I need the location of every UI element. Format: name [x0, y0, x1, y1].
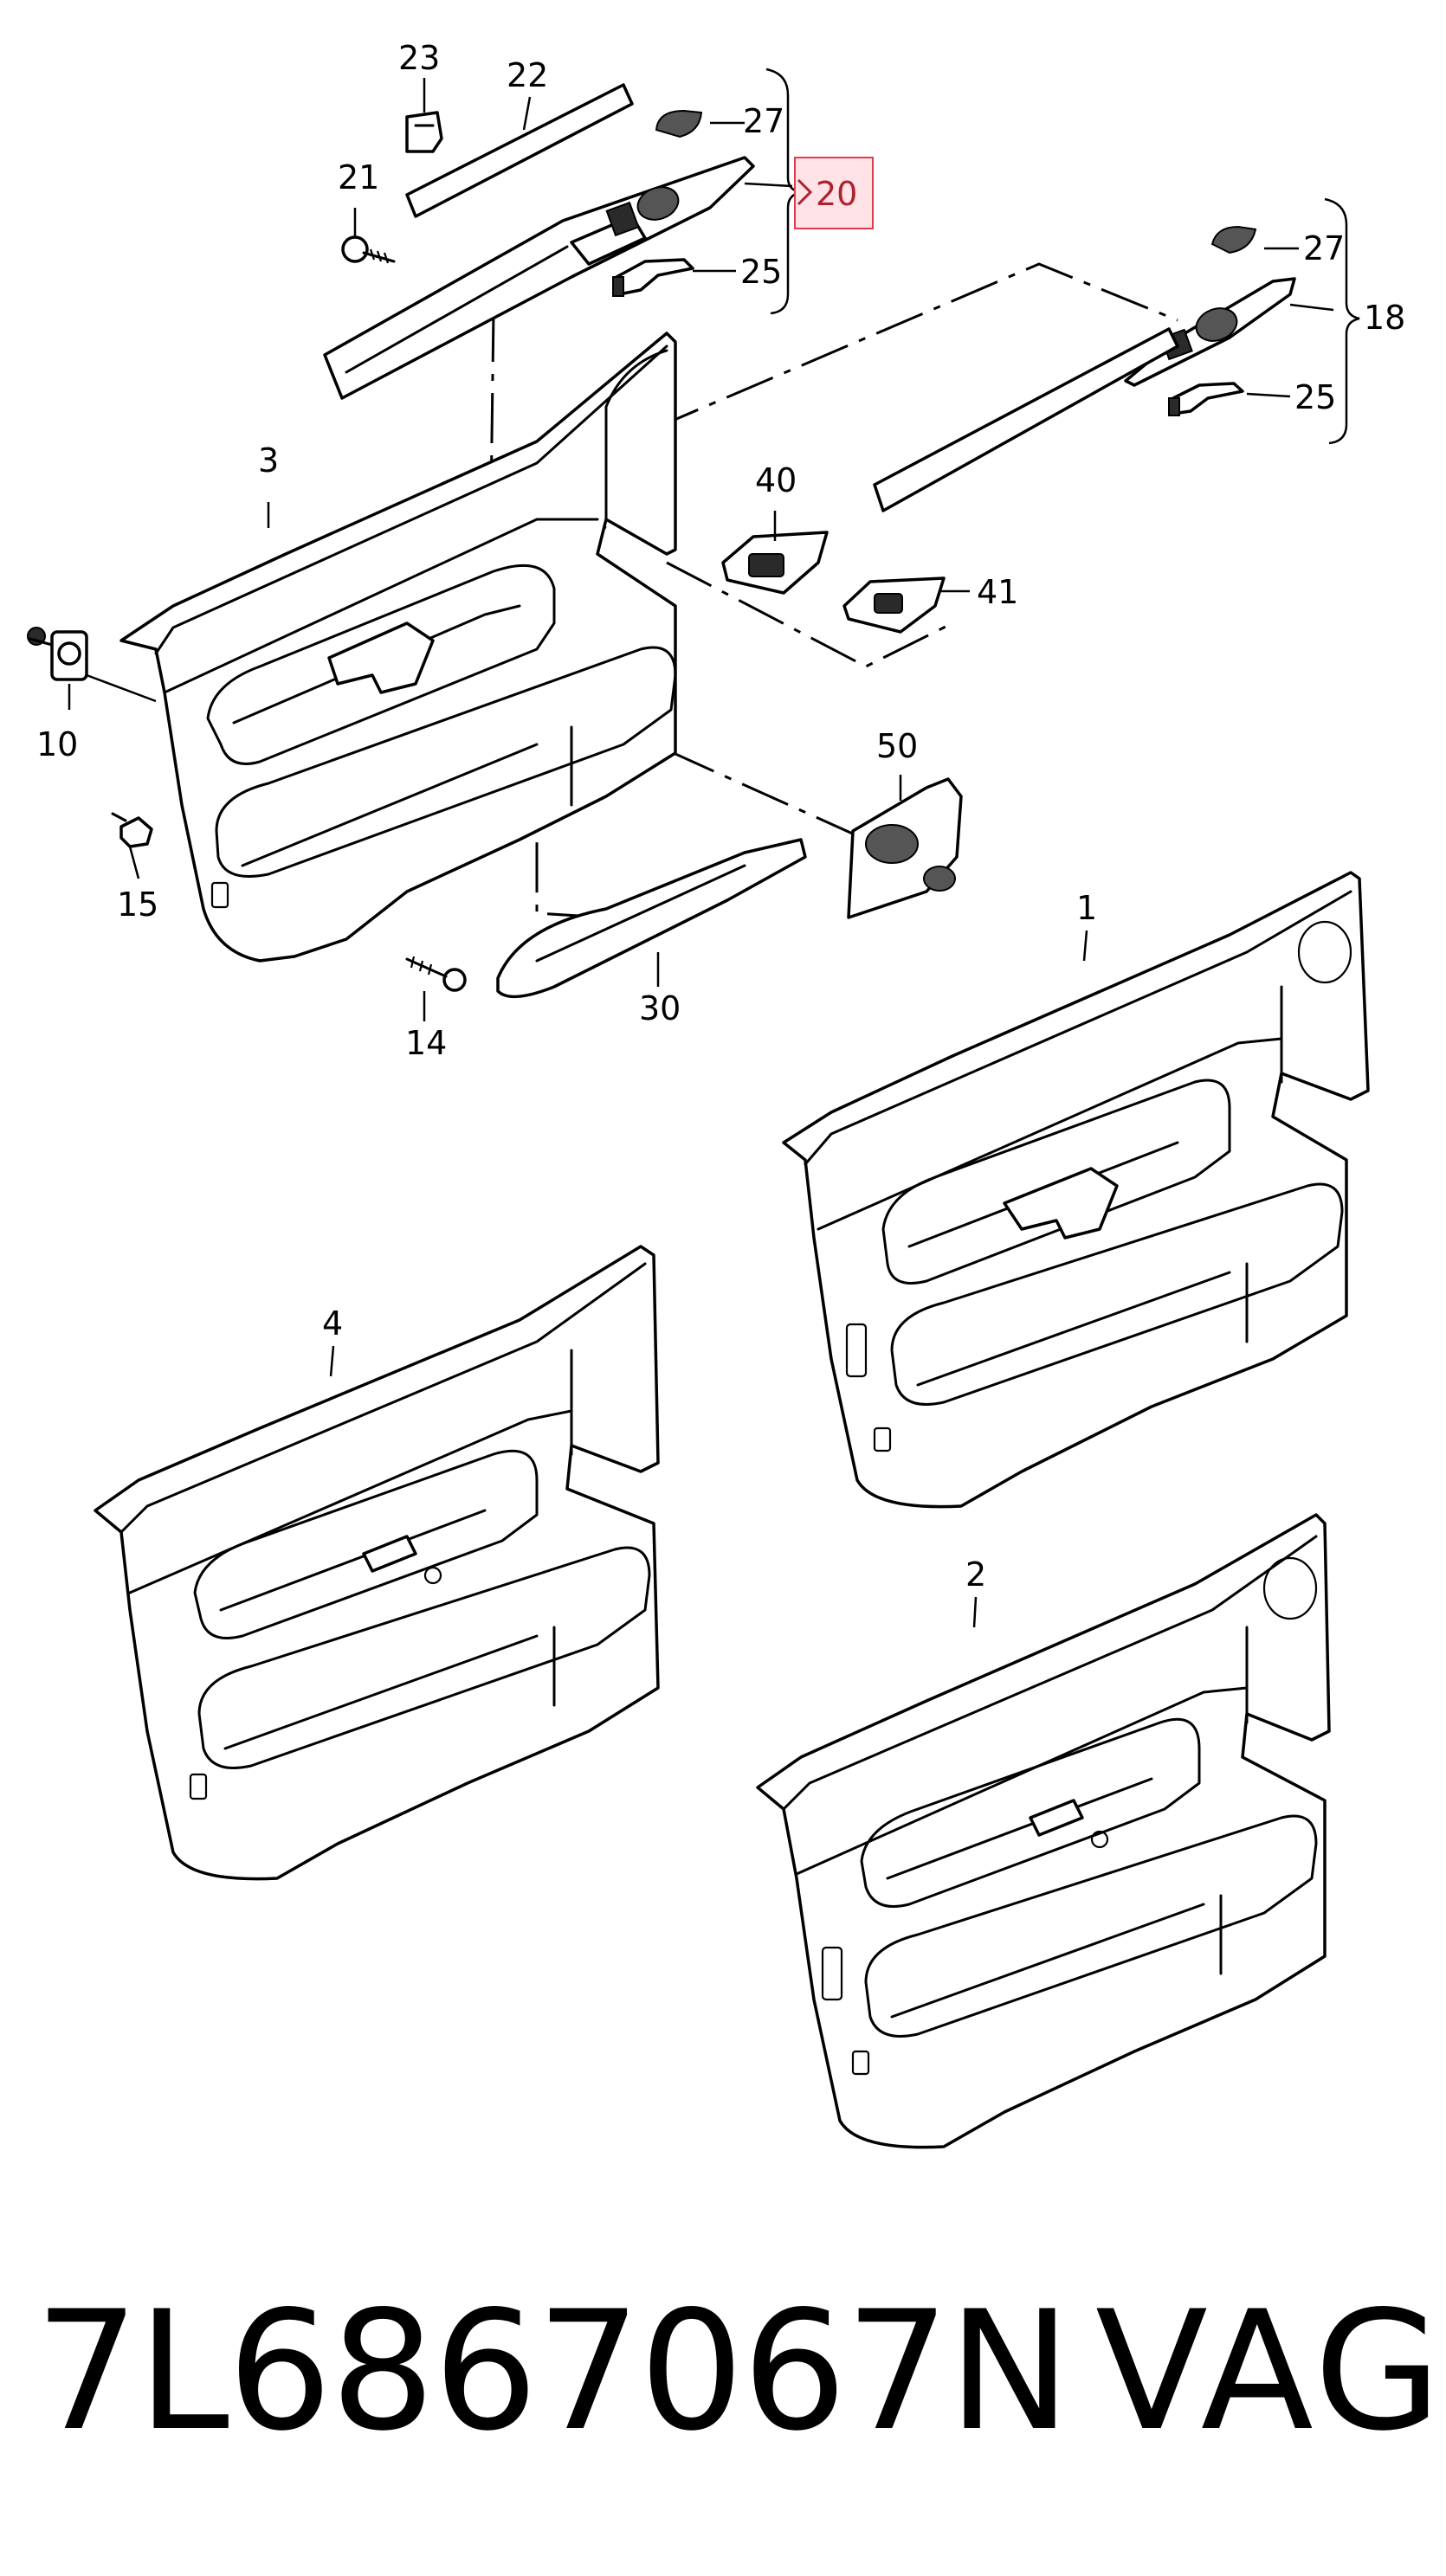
- callout-4: 4: [322, 1304, 343, 1343]
- leader-lines: [68, 78, 1334, 1628]
- callout-20: 20: [816, 175, 857, 213]
- callout-1: 1: [1076, 889, 1097, 927]
- part-18-trim-assembly: [1124, 225, 1296, 416]
- part-2-door-panel: [756, 1513, 1331, 2149]
- callout-3: 3: [258, 441, 279, 480]
- footer: 7L6867067N VAG: [35, 2276, 1442, 2467]
- callout-27-right: 27: [1303, 229, 1345, 267]
- callout-50: 50: [876, 727, 918, 765]
- callout-25-right: 25: [1294, 378, 1336, 416]
- callout-18: 18: [1364, 299, 1405, 337]
- part-10-clip: [27, 627, 88, 681]
- part-1-door-panel: [782, 871, 1370, 1509]
- part-15-clip: [111, 812, 153, 848]
- callout-14: 14: [405, 1024, 447, 1062]
- callout-21: 21: [338, 158, 379, 196]
- part-23-clip: [405, 111, 443, 153]
- part-14-screw: [405, 956, 467, 992]
- callout-40: 40: [755, 461, 797, 499]
- callout-22: 22: [507, 56, 548, 94]
- callout-30: 30: [639, 989, 681, 1027]
- part-41-switch: [842, 576, 946, 634]
- callout-2: 2: [965, 1555, 986, 1594]
- callout-labels: 23 22 21 27 20 25 27 18 25 3 40 41 10 50…: [36, 39, 1405, 1594]
- brand-name: VAG: [1095, 2276, 1445, 2467]
- part-25-handle-top: [612, 258, 694, 297]
- part-22-trim-strip: [405, 83, 634, 218]
- part-27-grille-top: [655, 109, 703, 138]
- callout-25-top: 25: [740, 253, 782, 291]
- part-number: 7L6867067N: [35, 2276, 1071, 2467]
- highlight-20: [794, 157, 874, 229]
- part-20-trim-assembly: [323, 156, 755, 400]
- part-21-bolt: [341, 235, 396, 264]
- part-30-armrest-strip: [496, 838, 807, 999]
- part-3-door-panel: [119, 332, 677, 963]
- long-trim-strip: [873, 327, 1179, 512]
- callout-10: 10: [36, 725, 78, 763]
- bracket-18: [1324, 197, 1360, 445]
- callout-23: 23: [398, 39, 440, 77]
- callout-27-top: 27: [743, 102, 784, 140]
- part-4-door-panel: [94, 1245, 660, 1881]
- callout-15: 15: [117, 886, 158, 924]
- part-50-speaker-panel: [847, 777, 963, 919]
- callout-41: 41: [977, 573, 1018, 611]
- part-40-switch: [721, 531, 829, 595]
